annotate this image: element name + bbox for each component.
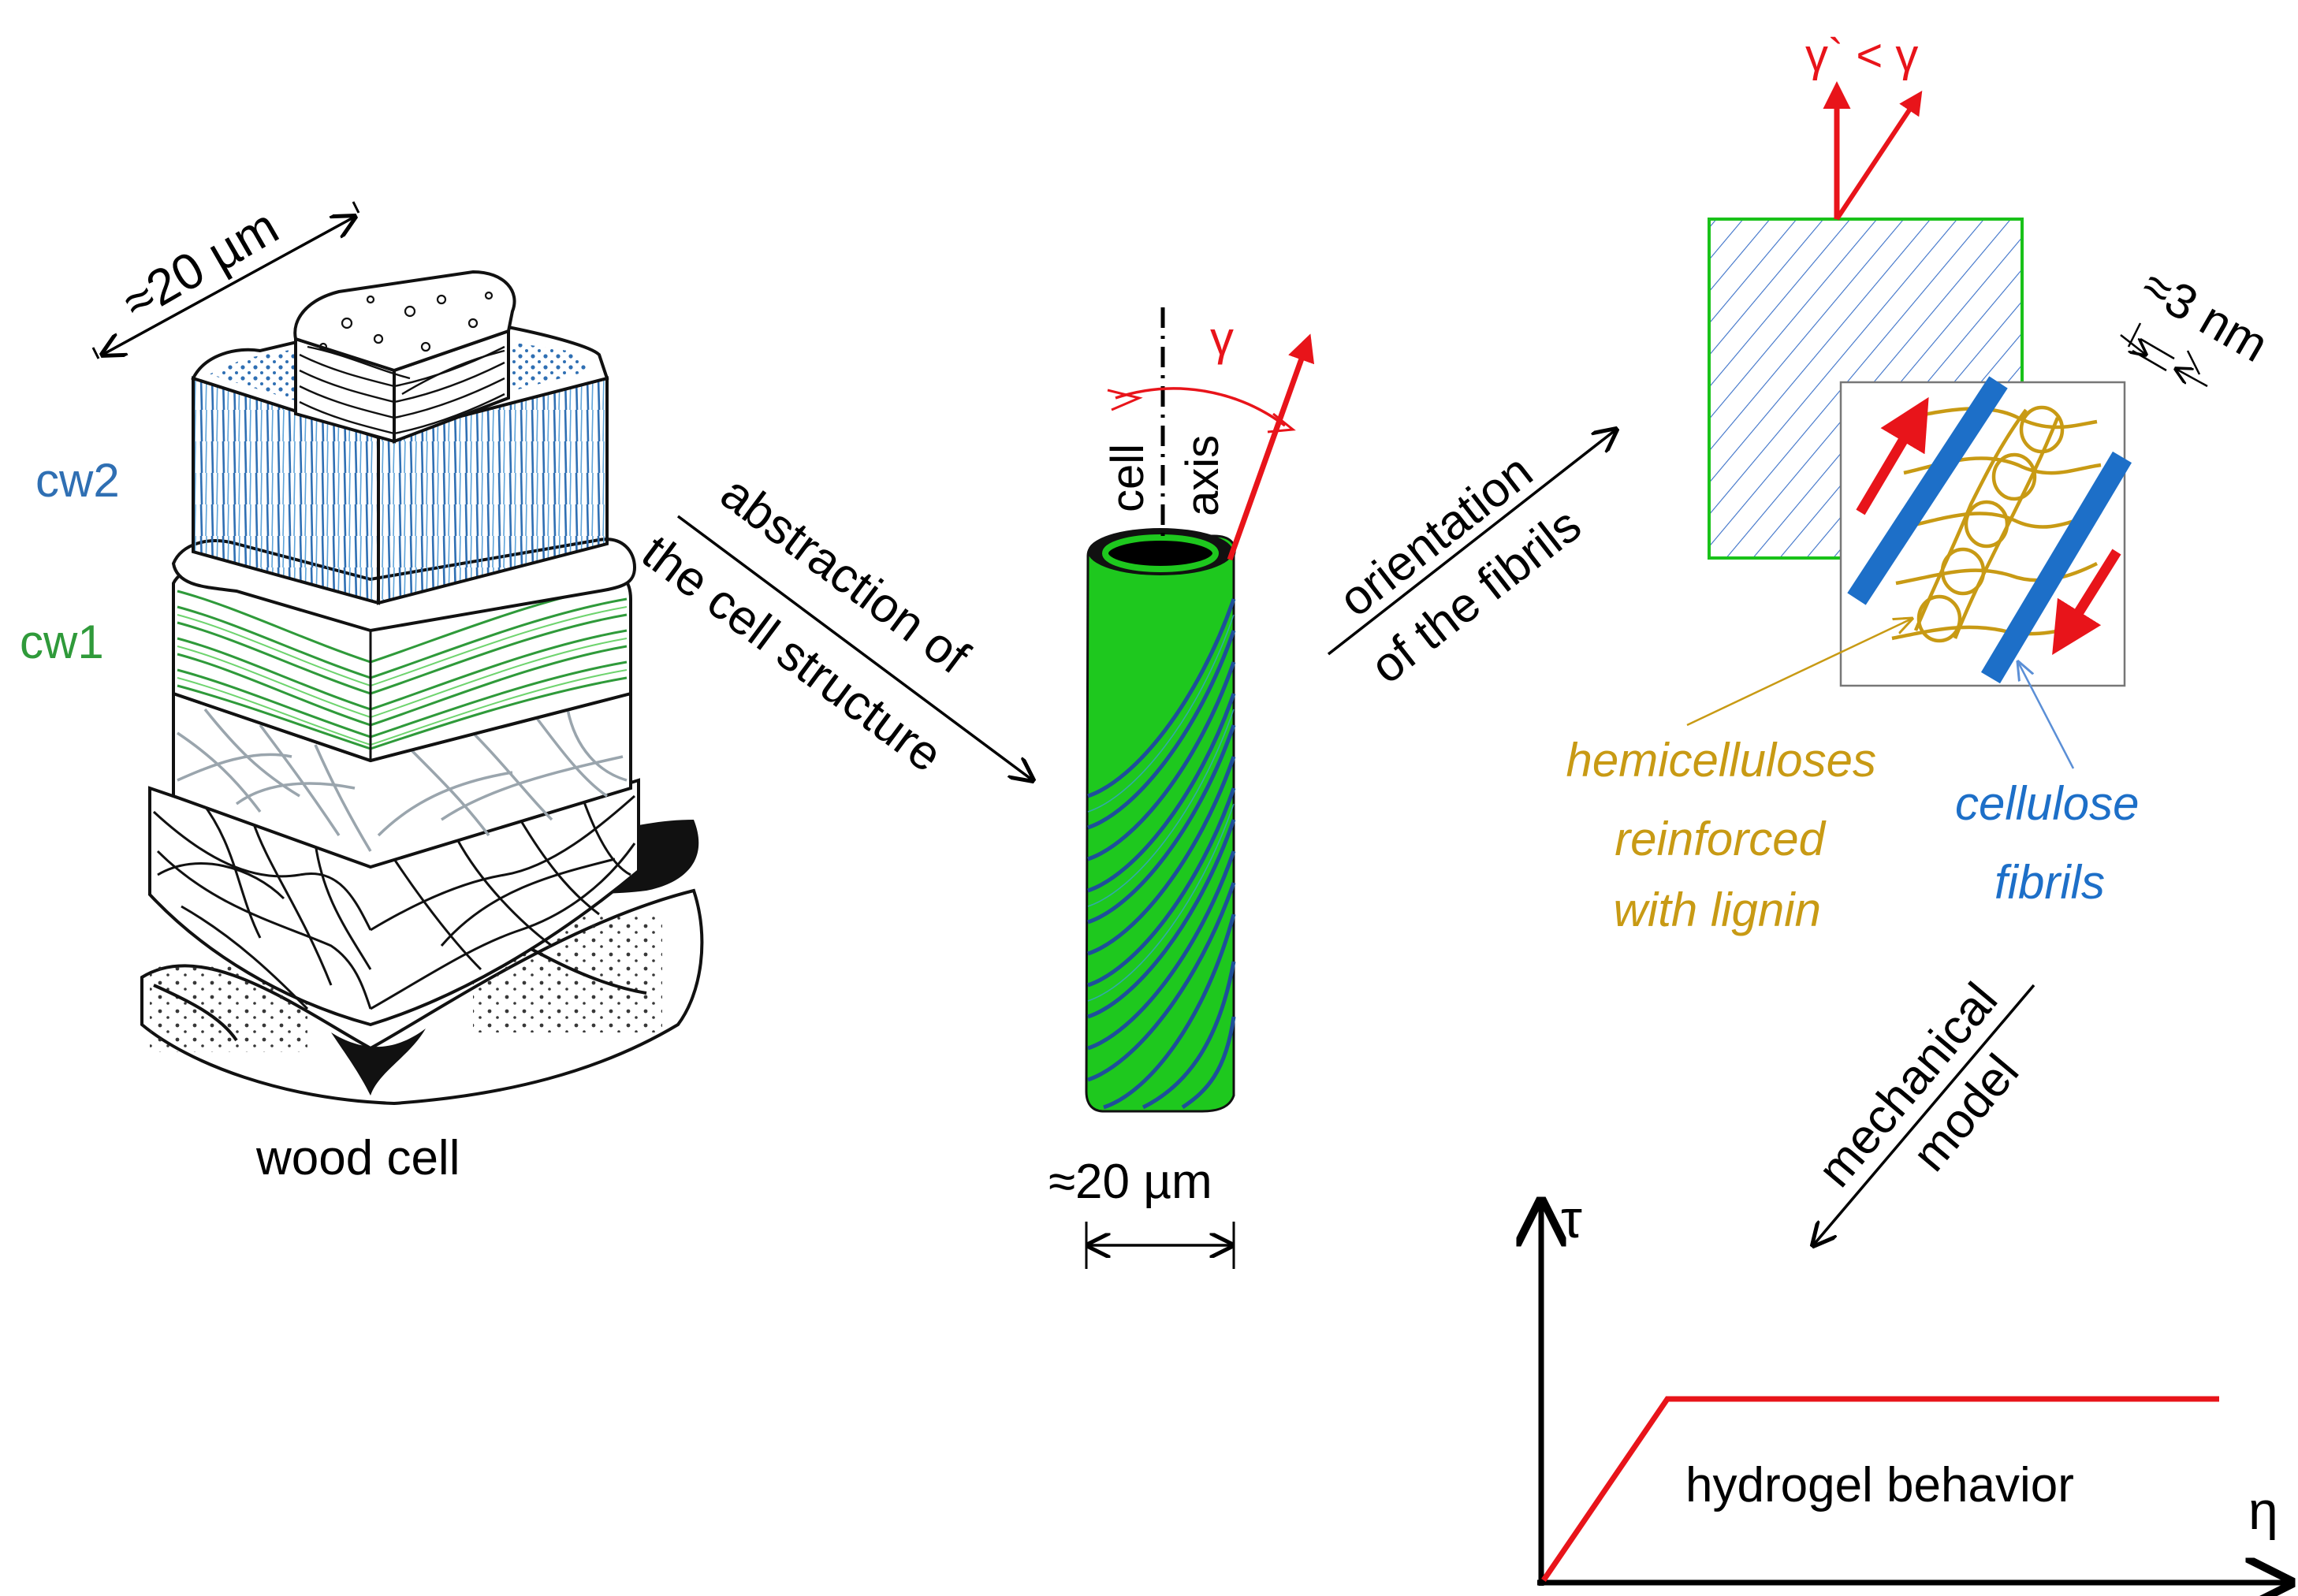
cylinder-helix-fibrils [1087, 598, 1236, 1110]
cellulose-fibril-left [1847, 376, 2008, 605]
fibril-spacing-label: ≈3 nm [2132, 258, 2277, 373]
cw2-label: cw2 [35, 454, 120, 507]
shear-arrow-down [2052, 549, 2121, 656]
wood-cell-size-label: ≈20 µm [113, 198, 288, 331]
cellulose-callout [2018, 662, 2075, 769]
cell-layer-s1-net [148, 778, 640, 1027]
cell-layer-grey-net [172, 691, 632, 869]
fibril-direction-arrow [1227, 333, 1315, 561]
cellulose-label-line2: fibrils [1994, 856, 2105, 909]
cylinder-helix-highlights [1087, 614, 1235, 1002]
cell-axis-label-line1: cell [1102, 444, 1153, 512]
cell-cylinder [1085, 528, 1236, 1113]
gamma-arrow-tilted [1834, 91, 1923, 221]
wood-cell-illustration [91, 201, 704, 1106]
orientation-arrow [1327, 430, 1616, 656]
cylinder-body [1085, 534, 1236, 1113]
hydrogel-curve [1541, 1396, 2219, 1582]
gamma-compare-label: γ` < γ [1805, 30, 1918, 81]
cellulose-label-line1: cellulose [1955, 777, 2139, 830]
eta-label: η [2248, 1481, 2278, 1541]
cylinder-size-label: ≈20 µm [1048, 1155, 1212, 1209]
cell-axis-label-line2: axis [1177, 435, 1228, 516]
wood-cell-label: wood cell [255, 1131, 460, 1185]
cellulose-fibril-right [1980, 451, 2132, 684]
gamma-label: γ [1210, 312, 1234, 365]
hemicellulose-coils [1891, 405, 2102, 643]
hydrogel-label: hydrogel behavior [1685, 1458, 2074, 1512]
hemicelluloses-label-line2: reinforced [1615, 813, 1826, 865]
fibril-spacing-arrow-left [2120, 334, 2146, 355]
abstraction-arrow [676, 515, 1033, 780]
shear-arrow-up [1856, 396, 1929, 515]
wood-cell-size-arrow [102, 217, 355, 355]
mechanical-model-arrow [1813, 984, 2035, 1245]
hemicelluloses-label-line3: with lignin [1614, 884, 1821, 936]
gamma-angle-arc [1115, 387, 1287, 427]
hemicelluloses-callout [1686, 619, 1912, 727]
cw1-label: cw1 [20, 616, 104, 668]
fibril-spacing-arrow-right [2176, 369, 2208, 388]
hemicelluloses-label-line1: hemicelluloses [1566, 734, 1876, 787]
stress-strain-plot: τ η hydrogel behavior [1537, 1189, 2290, 1586]
tau-label: τ [1561, 1189, 1582, 1249]
